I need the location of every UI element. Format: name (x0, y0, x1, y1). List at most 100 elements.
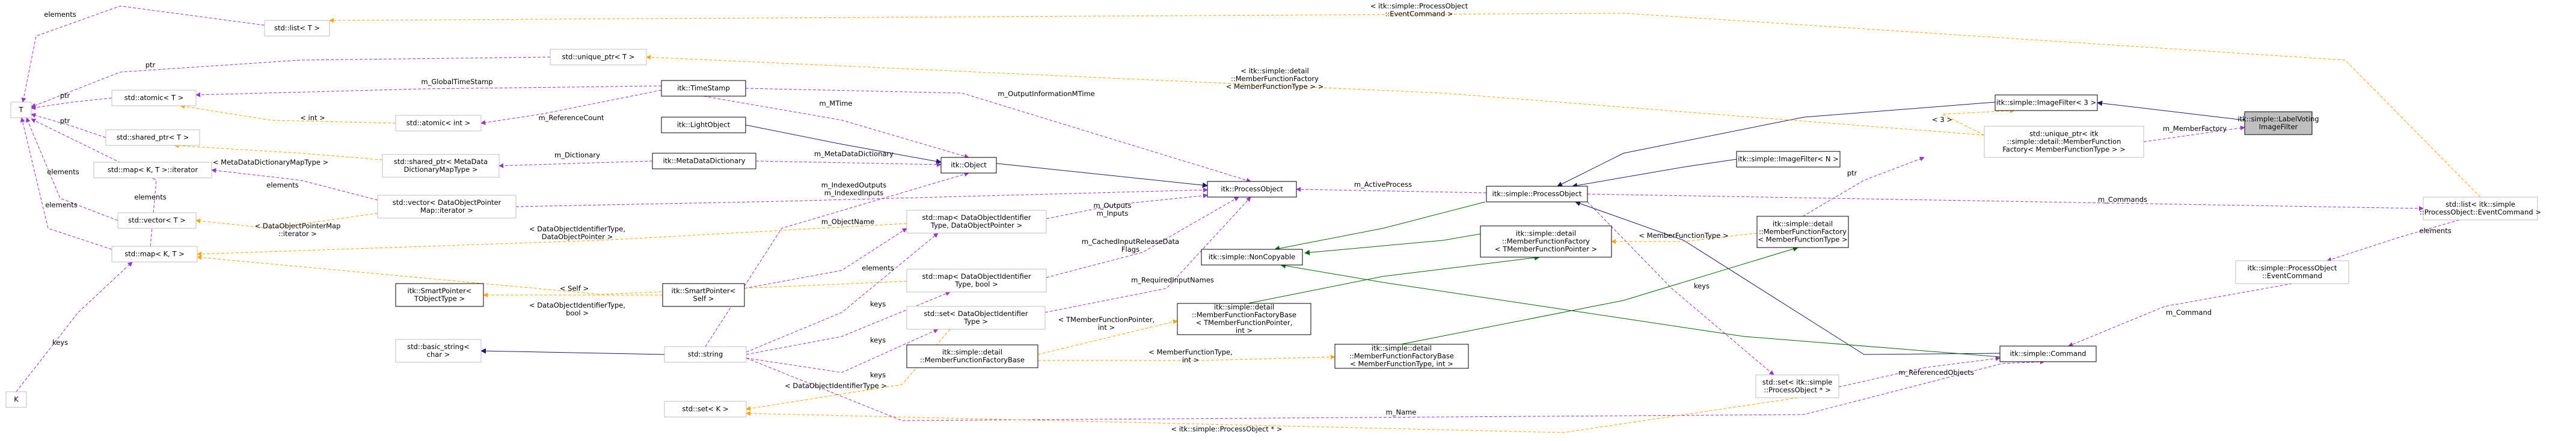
node-label: std::basic_string< (407, 342, 470, 351)
edge-label: elements (134, 193, 166, 201)
node-label: Type, bool > (954, 280, 998, 288)
node-box (1201, 249, 1303, 266)
edge-line (745, 88, 1251, 183)
edge-label: elements (45, 201, 77, 209)
node-label: ::ProcessObject::EventCommand > (2420, 208, 2541, 216)
node-box (264, 20, 330, 37)
node-command[interactable]: itk::simple::Command (1999, 345, 2097, 362)
edge-label: < DataObjectPointerMap (255, 222, 341, 230)
edge-label: m_ObjectName (821, 217, 874, 226)
node-mffbase-t[interactable]: itk::simple::detail::MemberFunctionFacto… (1177, 303, 1311, 335)
node-label: K (14, 395, 19, 404)
edge-e-basic-string (480, 348, 665, 355)
edge-e-uptr-if3: < 3 > (1932, 108, 2015, 136)
edge-line (746, 397, 1799, 433)
node-box (377, 195, 517, 219)
node-label: Map::iterator > (420, 206, 473, 214)
edge-label: < DataObjectIdentifierType, (529, 301, 625, 309)
node-label: < MemberFunctionType, int > (1350, 360, 1453, 368)
edge-label: bool > (566, 309, 589, 317)
node-label: std::vector< T > (128, 216, 186, 225)
node-vector-t[interactable]: std::vector< T > (117, 212, 197, 229)
edge-label: < DataObjectIdentifierType > (785, 382, 887, 390)
node-label: itk::simple::detail (1372, 344, 1432, 353)
node-lightobject[interactable]: itk::LightObject (661, 117, 746, 133)
node-T[interactable]: T (10, 102, 32, 118)
edge-label: < DataObjectIdentifierType, (529, 225, 625, 233)
node-label: ::EventCommand (2262, 272, 2322, 280)
edge-label: < int > (300, 114, 325, 122)
node-processobject[interactable]: itk::simple::ProcessObject (1486, 186, 1588, 202)
node-label: itk::SmartPointer< (408, 287, 472, 295)
edge-label: m_MTime (819, 99, 852, 108)
node-basic-string[interactable]: std::basic_string<char > (395, 339, 482, 363)
node-vector-dop[interactable]: std::vector< DataObjectPointerMap::itera… (377, 195, 517, 219)
node-box (906, 306, 1046, 330)
node-set-po[interactable]: std::set< itk::simple::ProcessObject * > (1755, 374, 1839, 398)
node-label: std::map< K, T >::iterator (108, 166, 198, 174)
node-smartptr-t[interactable]: itk::SmartPointer<TObjectType > (395, 283, 484, 307)
node-smartptr-self[interactable]: itk::SmartPointer<Self > (662, 283, 745, 307)
node-set-k[interactable]: std::set< K > (664, 401, 747, 418)
node-sharedptr-t[interactable]: std::shared_ptr< T > (105, 129, 200, 146)
edge-e-setk-setdoi: < DataObjectIdentifierType > (746, 329, 951, 411)
node-label: itk::ProcessObject (1221, 185, 1283, 193)
node-box (111, 90, 197, 106)
edge-line (755, 160, 942, 167)
edge-label: keys (870, 336, 886, 344)
node-map-iter[interactable]: std::map< K, T >::iterator (93, 162, 212, 178)
edge-label: m_ReferencedObjects (1898, 368, 1974, 377)
node-box (550, 49, 647, 65)
edge-line (211, 168, 378, 201)
edge-label: m_MetaDataDictionary (814, 150, 894, 158)
edge-e-timestamp-globalts: m_GlobalTimeStamp (195, 78, 662, 97)
node-box (93, 162, 212, 178)
node-uniqueptr-t[interactable]: std::unique_ptr< T > (550, 49, 647, 65)
node-label: std::unique_ptr< itk (2029, 130, 2099, 138)
edge-line (515, 187, 1208, 207)
edge-line (1046, 193, 1208, 219)
node-timestamp[interactable]: itk::TimeStamp (661, 80, 746, 97)
node-list-cmd[interactable]: std::list< itk::simple::ProcessObject::E… (2420, 196, 2541, 221)
node-noncopyable[interactable]: itk::simple::NonCopyable (1201, 249, 1303, 266)
node-mffbase[interactable]: itk::simple::detail::MemberFunctionFacto… (906, 344, 1038, 368)
edge-label: < 3 > (1932, 115, 1952, 124)
node-mffbase-mft[interactable]: itk::simple::detail::MemberFunctionFacto… (1334, 344, 1469, 369)
node-list-t[interactable]: std::list< T > (264, 20, 330, 37)
node-label: std::set< DataObjectIdentifier (924, 309, 1028, 318)
node-atomic-t[interactable]: std::atomic< T > (111, 90, 197, 106)
node-mff-t[interactable]: itk::simple::detail::MemberFunctionFacto… (1480, 225, 1612, 258)
edge-e-mff-uptr: ptr (1802, 156, 1925, 217)
edge-e-smartptr-smartptr: < Self > (483, 284, 663, 297)
edge-e-itkpo-po: m_ActiveProcess (1296, 180, 1487, 193)
node-box (1736, 151, 1841, 168)
node-set-doi[interactable]: std::set< DataObjectIdentifierType > (906, 306, 1046, 330)
node-sharedptr-mdd[interactable]: std::shared_ptr< MetaDataDictionaryMapTy… (382, 154, 500, 178)
node-object[interactable]: itk::Object (940, 157, 997, 174)
node-label: itk::simple::ImageFilter< N > (1738, 155, 1839, 163)
edge-line (31, 56, 551, 108)
node-K[interactable]: K (5, 391, 27, 408)
node-label: std::string (688, 350, 723, 359)
edge-e-nc-cmd (1280, 263, 2001, 357)
node-eventcommand[interactable]: itk::simple::ProcessObject::EventCommand (2235, 260, 2349, 284)
node-label: ImageFilter (2259, 123, 2298, 131)
node-map-bool[interactable]: std::map< DataObjectIdentifierType, bool… (906, 269, 1047, 293)
node-imagefilterN[interactable]: itk::simple::ImageFilter< N > (1736, 151, 1841, 168)
node-itkprocessobject[interactable]: itk::ProcessObject (1207, 181, 1297, 198)
edge-e-mffbase-mffbase-t: < TMemberFunctionPointer,int > (1037, 315, 1178, 355)
node-box (111, 246, 198, 263)
node-atomic-int[interactable]: std::atomic< int > (395, 115, 482, 132)
node-metadatadict[interactable]: itk::MetaDataDictionary (652, 153, 756, 169)
edge-e-lv-if3 (2097, 100, 2245, 121)
node-imagefilter3[interactable]: itk::simple::ImageFilter< 3 > (1995, 94, 2098, 111)
node-mff[interactable]: itk::simple::detail::MemberFunctionFacto… (1756, 216, 1849, 248)
edge-label: m_Commands (2098, 195, 2147, 204)
node-map-kt[interactable]: std::map< K, T > (111, 246, 198, 263)
node-label: Self > (693, 294, 714, 303)
node-label: Type, DataObjectPointer > (930, 221, 1022, 230)
node-label: Type > (963, 317, 988, 326)
node-uniqueptr-mff[interactable]: std::unique_ptr< itk::simple::detail::Me… (1984, 126, 2144, 158)
node-string[interactable]: std::string (664, 346, 747, 363)
node-map-dop[interactable]: std::map< DataObjectIdentifierType, Data… (906, 210, 1047, 234)
